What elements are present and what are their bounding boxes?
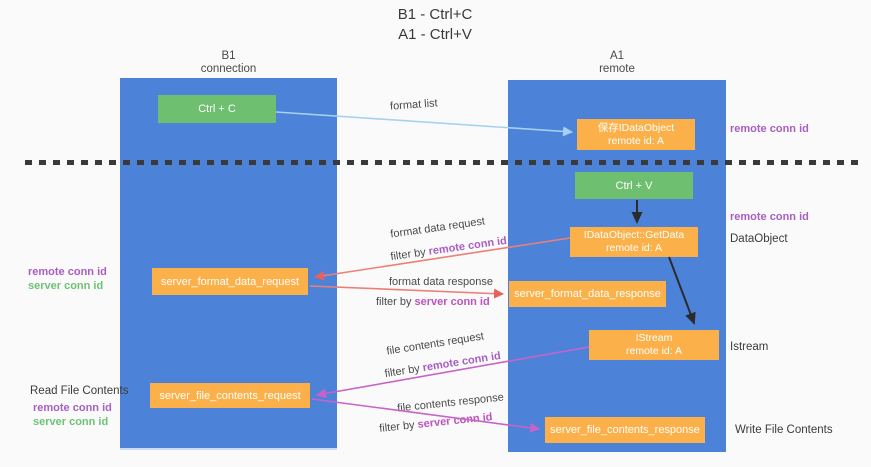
server-file-contents-response-box: server_file_contents_response [545,417,705,443]
save-idataobject-line1: 保存IDataObject [597,121,675,134]
save-idataobject-box: 保存IDataObject remote id: A [577,119,695,150]
title-line-1: B1 - Ctrl+C [397,6,473,23]
ctrl-v-label: Ctrl + V [615,179,653,192]
server-conn-id-label-read: server conn id [33,416,109,428]
remote-conn-id-filter-value: remote conn id [427,234,508,258]
filter-by-text: filter by [376,296,415,308]
server-format-data-response-box: server_format_data_response [509,281,666,307]
format-data-request-arrow-label: format data request [389,215,486,241]
file-contents-response-filter-label: filter by server conn id [379,411,493,435]
lifeline-header-b1: B1 connection [120,50,337,76]
istream-line1: IStream [635,332,673,344]
write-file-contents-label: Write File Contents [735,424,833,436]
lifeline-b1-name: B1 [221,50,236,62]
lifeline-a1-name: A1 [609,50,625,62]
dataobject-label: DataObject [730,233,788,245]
format-data-request-filter-label: filter by remote conn id [390,235,508,263]
ctrl-c-box: Ctrl + C [158,95,276,123]
filter-by-text: filter by [389,245,430,264]
lifeline-header-a1: A1 remote [508,50,726,76]
phase-separator-dashed-line [25,160,858,165]
server-format-data-response-label: server_format_data_response [514,288,661,300]
istream-side-label: Istream [730,341,769,353]
server-conn-id-filter-value: server conn id [414,296,490,308]
remote-conn-id-filter-value: remote conn id [421,349,502,375]
ctrl-v-box: Ctrl + V [575,172,693,199]
server-format-data-request-label: server_format_data_request [160,275,300,288]
filter-by-text: filter by [383,362,424,381]
server-format-data-request-box: server_format_data_request [152,268,308,295]
remote-conn-id-label-read: remote conn id [33,402,112,414]
format-data-response-filter-label: filter by server conn id [376,296,490,308]
server-conn-id-filter-value: server conn id [416,411,494,431]
remote-conn-id-label-mid-right: remote conn id [730,211,809,223]
istream-box: IStream remote id: A [589,330,719,360]
server-file-contents-request-label: server_file_contents_request [159,389,301,402]
lifeline-b1-role: connection [200,63,257,75]
filter-by-text: filter by [378,418,419,435]
save-idataobject-line2: remote id: A [607,134,665,147]
format-list-arrow-label: format list [389,97,439,113]
read-file-contents-label: Read File Contents [30,385,129,397]
lifeline-a1-role: remote [599,63,635,75]
diagram-title: B1 - Ctrl+C A1 - Ctrl+V [330,5,540,45]
server-file-contents-request-box: server_file_contents_request [150,383,310,408]
remote-conn-id-label-top-right: remote conn id [730,123,809,135]
ctrl-c-label: Ctrl + C [198,103,236,115]
server-file-contents-response-label: server_file_contents_response [550,424,700,436]
idataobject-getdata-box: IDataObject::GetData remote id: A [570,227,698,257]
istream-line2: remote id: A [625,345,683,357]
server-conn-id-label-left: server conn id [28,280,104,292]
title-line-2: A1 - Ctrl+V [398,26,472,43]
format-data-response-arrow-label: format data response [389,276,493,288]
getdata-line1: IDataObject::GetData [583,229,685,241]
remote-conn-id-label-left: remote conn id [28,266,107,278]
getdata-line2: remote id: A [605,242,663,254]
